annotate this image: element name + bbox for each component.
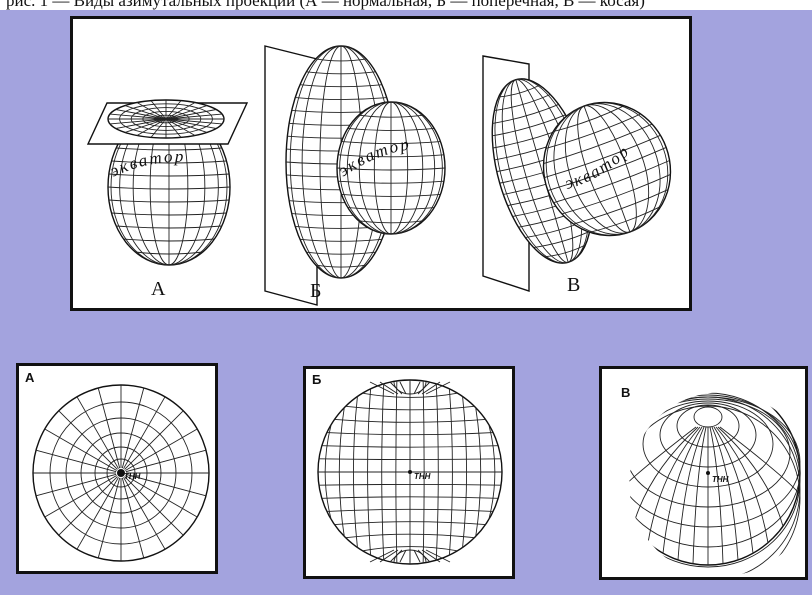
panel-label-a: А <box>25 370 35 385</box>
projection-grid-oblique: ТНН В <box>599 366 808 580</box>
projection-grid-normal: ТНН А <box>16 363 218 574</box>
point-label: ТНН <box>712 475 729 484</box>
oblique-grid <box>616 381 800 577</box>
projection-plane-a <box>88 100 247 144</box>
point-label: ТНН <box>124 472 141 481</box>
header-strip: рис. 1 — Виды азимутальных проекций (А —… <box>0 0 812 10</box>
panel-label-v: В <box>621 385 630 400</box>
figure-label-v: В <box>567 274 580 296</box>
tangent-point-marker <box>408 470 412 474</box>
figure-label-a: А <box>151 278 166 300</box>
tangent-point-marker <box>706 471 710 475</box>
projection-illustration-panel: экватор А экватор Б <box>70 16 692 311</box>
point-label: ТНН <box>414 472 431 481</box>
projection-grid-transverse: ТНН Б <box>303 366 515 579</box>
figure-label-b: Б <box>310 280 321 302</box>
header-text: рис. 1 — Виды азимутальных проекций (А —… <box>6 0 645 10</box>
panel-label-b: Б <box>312 372 321 387</box>
